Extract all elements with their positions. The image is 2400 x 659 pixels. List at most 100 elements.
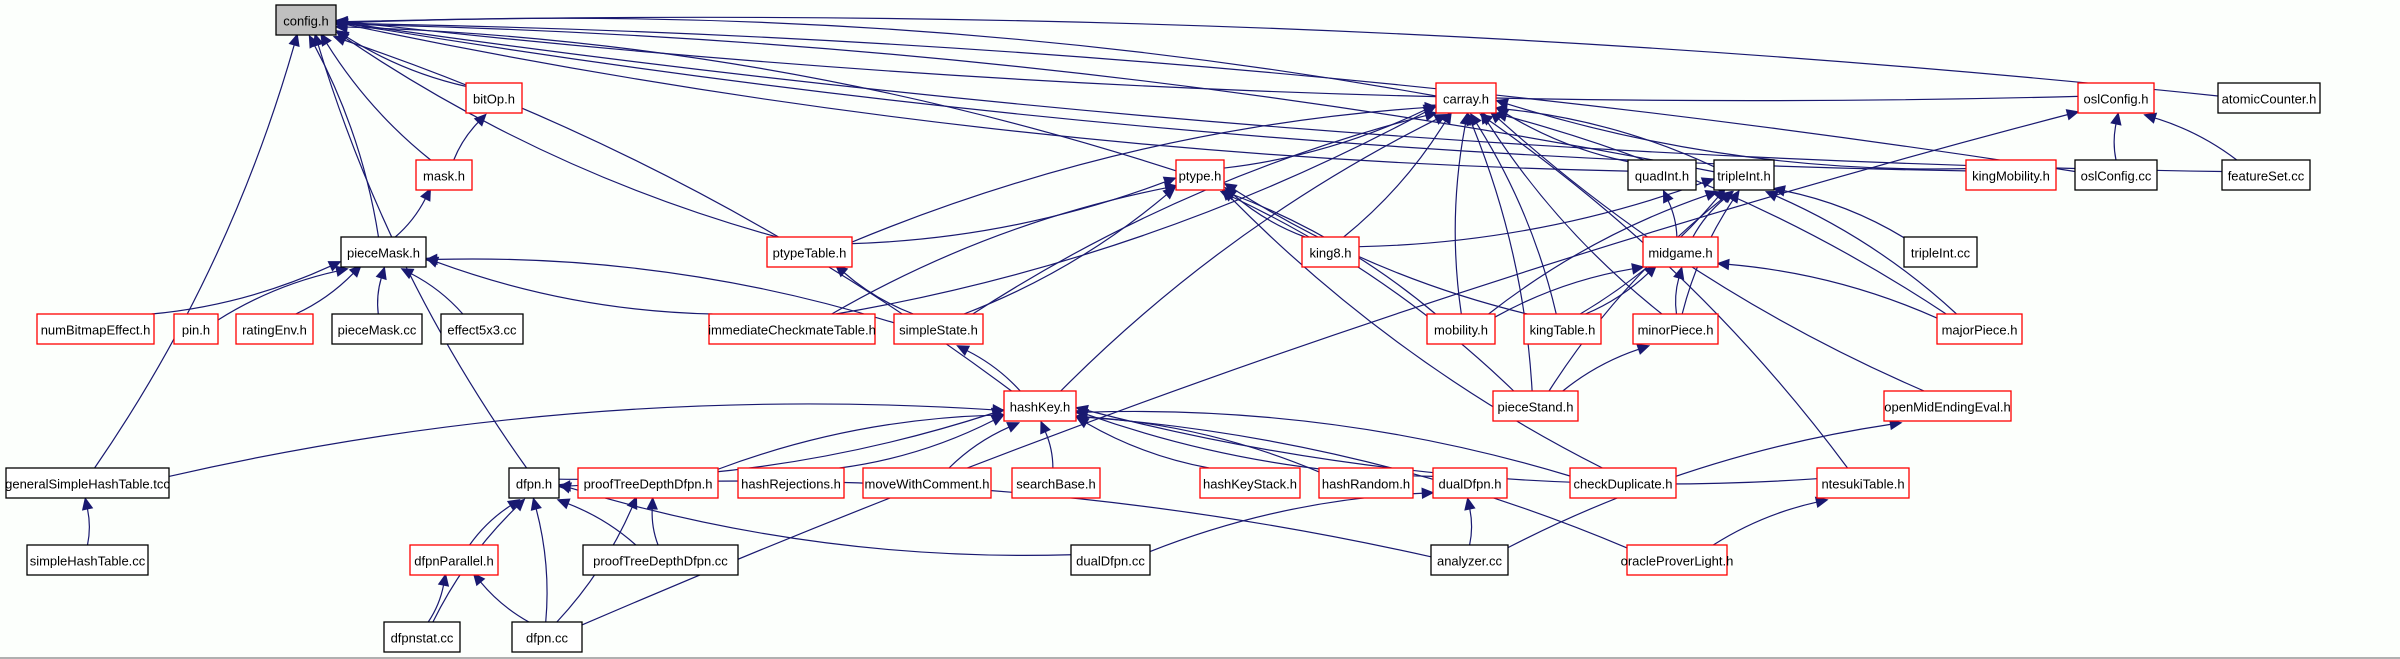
node-ptypeTable[interactable]: ptypeTable.h <box>766 236 853 268</box>
node-box[interactable] <box>1432 467 1508 499</box>
node-kingTable[interactable]: kingTable.h <box>1523 313 1602 345</box>
node-box[interactable] <box>1632 313 1719 345</box>
node-dualDfpnH[interactable]: dualDfpn.h <box>1432 467 1508 499</box>
node-box[interactable] <box>1569 467 1677 499</box>
node-box[interactable] <box>508 467 560 499</box>
node-box[interactable] <box>1936 313 2023 345</box>
node-hashRejections[interactable]: hashRejections.h <box>737 467 845 499</box>
node-moveWithComment[interactable]: moveWithComment.h <box>862 467 992 499</box>
node-box[interactable] <box>511 621 583 653</box>
node-effect5x3[interactable]: effect5x3.cc <box>440 313 524 345</box>
node-box[interactable] <box>1713 159 1775 191</box>
node-box[interactable] <box>173 313 219 345</box>
node-majorPiece[interactable]: majorPiece.h <box>1936 313 2023 345</box>
node-numBitmapEffect[interactable]: numBitmapEffect.h <box>36 313 155 345</box>
node-dfpnstat[interactable]: dfpnstat.cc <box>383 621 461 653</box>
node-tripleIntCC[interactable]: tripleInt.cc <box>1903 236 1978 268</box>
node-openMidEndingEval[interactable]: openMidEndingEval.h <box>1883 390 2012 422</box>
node-generalSimpleHashTable[interactable]: generalSimpleHashTable.tcc <box>5 467 170 499</box>
node-box[interactable] <box>2074 159 2158 191</box>
node-box[interactable] <box>1903 236 1978 268</box>
node-carray[interactable]: carray.h <box>1435 82 1497 114</box>
node-atomicCounter[interactable]: atomicCounter.h <box>2217 82 2321 114</box>
node-box[interactable] <box>1301 236 1360 268</box>
node-pin[interactable]: pin.h <box>173 313 219 345</box>
node-box[interactable] <box>1626 544 1728 576</box>
node-simpleState[interactable]: simpleState.h <box>893 313 984 345</box>
node-oslConfigH[interactable]: oslConfig.h <box>2077 82 2155 114</box>
node-kingMobility[interactable]: kingMobility.h <box>1965 159 2057 191</box>
node-box[interactable] <box>2077 82 2155 114</box>
node-box[interactable] <box>2221 159 2311 191</box>
node-searchBase[interactable]: searchBase.h <box>1011 467 1101 499</box>
node-box[interactable] <box>26 544 149 576</box>
node-box[interactable] <box>1175 159 1225 191</box>
node-box[interactable] <box>1430 544 1509 576</box>
node-hashKeyStack[interactable]: hashKeyStack.h <box>1199 467 1301 499</box>
node-dfpnParallel[interactable]: dfpnParallel.h <box>409 544 499 576</box>
node-box[interactable] <box>36 313 155 345</box>
node-box[interactable] <box>1011 467 1101 499</box>
node-featureSet[interactable]: featureSet.cc <box>2221 159 2311 191</box>
node-minorPiece[interactable]: minorPiece.h <box>1632 313 1719 345</box>
node-ptype[interactable]: ptype.h <box>1175 159 1225 191</box>
node-quadInt[interactable]: quadInt.h <box>1627 159 1697 191</box>
node-box[interactable] <box>1003 390 1077 422</box>
node-pieceMaskCC[interactable]: pieceMask.cc <box>331 313 423 345</box>
node-box[interactable] <box>2217 82 2321 114</box>
node-hashKey[interactable]: hashKey.h <box>1003 390 1077 422</box>
node-box[interactable] <box>5 467 170 499</box>
node-oracleProverLight[interactable]: oracleProverLight.h <box>1621 544 1734 576</box>
node-oslConfigCC[interactable]: oslConfig.cc <box>2074 159 2158 191</box>
node-simpleHashTable[interactable]: simpleHashTable.cc <box>26 544 149 576</box>
node-dualDfpnCC[interactable]: dualDfpn.cc <box>1070 544 1151 576</box>
node-dfpnCC[interactable]: dfpn.cc <box>511 621 583 653</box>
node-box[interactable] <box>1627 159 1697 191</box>
node-box[interactable] <box>1070 544 1151 576</box>
node-box[interactable] <box>1965 159 2057 191</box>
node-box[interactable] <box>1492 390 1579 422</box>
node-pieceStand[interactable]: pieceStand.h <box>1492 390 1579 422</box>
node-analyzer[interactable]: analyzer.cc <box>1430 544 1509 576</box>
node-box[interactable] <box>383 621 461 653</box>
node-mask[interactable]: mask.h <box>415 159 473 191</box>
node-box[interactable] <box>235 313 314 345</box>
node-box[interactable] <box>1426 313 1496 345</box>
node-box[interactable] <box>582 544 739 576</box>
node-dfpnH[interactable]: dfpn.h <box>508 467 560 499</box>
node-box[interactable] <box>1883 390 2012 422</box>
node-proofTreeDepthDfpnCC[interactable]: proofTreeDepthDfpn.cc <box>582 544 739 576</box>
node-box[interactable] <box>862 467 992 499</box>
node-tripleIntH[interactable]: tripleInt.h <box>1713 159 1775 191</box>
node-checkDuplicate[interactable]: checkDuplicate.h <box>1569 467 1677 499</box>
node-box[interactable] <box>440 313 524 345</box>
node-box[interactable] <box>1318 467 1414 499</box>
node-box[interactable] <box>1435 82 1497 114</box>
node-box[interactable] <box>577 467 719 499</box>
node-box[interactable] <box>708 313 876 345</box>
node-immediateCheckmateTable[interactable]: immediateCheckmateTable.h <box>708 313 876 345</box>
node-box[interactable] <box>766 236 853 268</box>
node-box[interactable] <box>465 82 523 114</box>
node-config[interactable]: config.h <box>275 4 337 36</box>
node-box[interactable] <box>1816 467 1910 499</box>
node-box[interactable] <box>275 4 337 36</box>
node-box[interactable] <box>415 159 473 191</box>
node-hashRandom[interactable]: hashRandom.h <box>1318 467 1414 499</box>
node-box[interactable] <box>331 313 423 345</box>
node-ratingEnv[interactable]: ratingEnv.h <box>235 313 314 345</box>
node-ntesukiTable[interactable]: ntesukiTable.h <box>1816 467 1910 499</box>
node-midgame[interactable]: midgame.h <box>1642 236 1719 268</box>
node-pieceMaskH[interactable]: pieceMask.h <box>340 236 427 268</box>
node-bitOp[interactable]: bitOp.h <box>465 82 523 114</box>
node-box[interactable] <box>737 467 845 499</box>
node-box[interactable] <box>893 313 984 345</box>
node-box[interactable] <box>1523 313 1602 345</box>
node-proofTreeDepthDfpnH[interactable]: proofTreeDepthDfpn.h <box>577 467 719 499</box>
node-mobility[interactable]: mobility.h <box>1426 313 1496 345</box>
node-box[interactable] <box>409 544 499 576</box>
node-box[interactable] <box>340 236 427 268</box>
node-box[interactable] <box>1199 467 1301 499</box>
node-box[interactable] <box>1642 236 1719 268</box>
node-king8[interactable]: king8.h <box>1301 236 1360 268</box>
